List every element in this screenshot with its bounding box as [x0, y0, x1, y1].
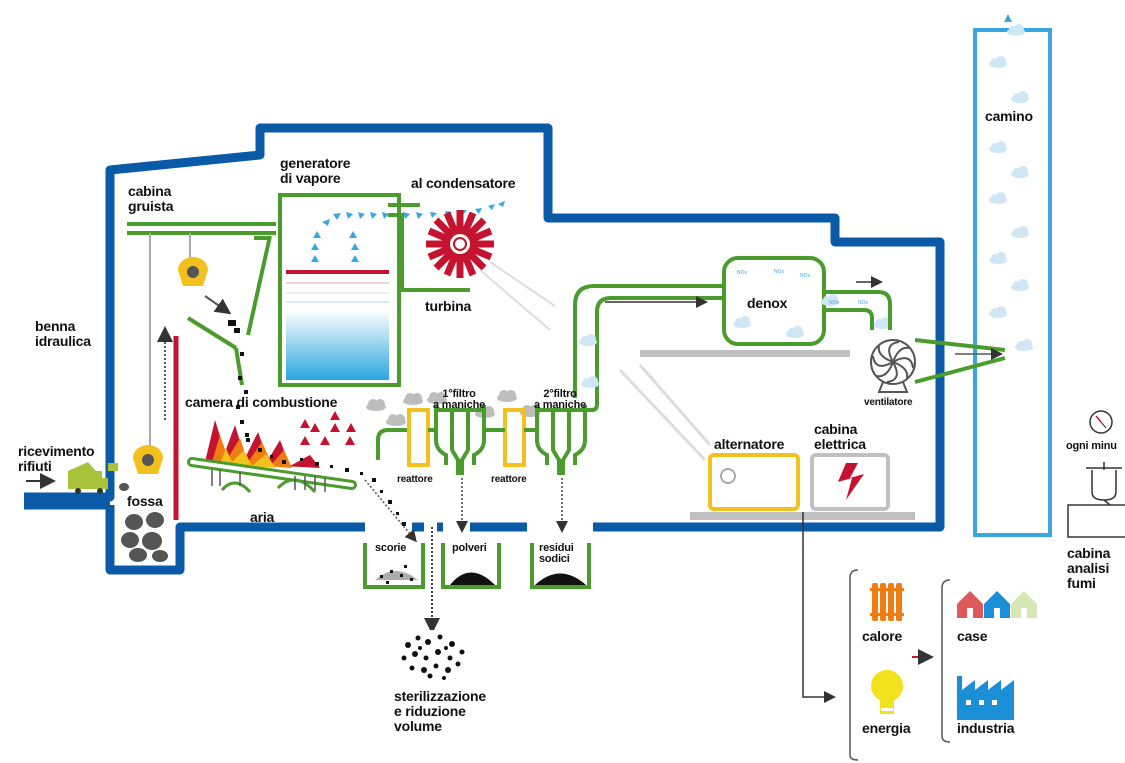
truck-icon	[68, 462, 118, 494]
label-ventilatore: ventilatore	[864, 397, 913, 408]
label-energia: energia	[862, 720, 911, 736]
label-benna: benna idraulica	[35, 318, 91, 349]
chimney-cloud-icon	[989, 24, 1033, 351]
nox-marker: NOx	[800, 273, 811, 279]
label-aria: aria	[250, 509, 275, 525]
label-calore: calore	[862, 628, 903, 644]
nox-marker: NOx	[829, 300, 840, 306]
label-filtro1: 1°filtro a maniche	[433, 388, 486, 411]
label-reattore-1: reattore	[397, 474, 433, 485]
container-residui	[530, 543, 591, 589]
label-sterilizzazione: sterilizzazione e riduzione volume	[394, 688, 486, 734]
building-outline	[24, 123, 945, 575]
label-polveri: polveri	[452, 542, 487, 554]
radiator-icon	[870, 583, 904, 621]
label-ricevimento: ricevimento rifiuti	[18, 443, 95, 474]
label-case: case	[957, 628, 988, 644]
nox-marker: NOx	[774, 269, 785, 275]
label-scorie: scorie	[375, 542, 407, 554]
label-turbina: turbina	[425, 298, 472, 314]
bag-filter-2	[535, 405, 587, 475]
container-scorie	[363, 543, 425, 589]
bag-filter-1	[434, 405, 486, 475]
house-icon	[957, 591, 1037, 618]
steam-generator	[278, 193, 401, 387]
label-alternatore: alternatore	[714, 436, 785, 452]
label-industria: industria	[957, 720, 1015, 736]
grab-claw-icon	[133, 445, 163, 474]
label-cabina-analisi: cabina analisi fumi	[1067, 545, 1111, 591]
label-filtro2: 2°filtro a maniche	[534, 388, 587, 411]
label-cabina-gruista: cabina gruista	[128, 183, 174, 214]
clock-icon	[1089, 410, 1113, 434]
label-denox: denox	[747, 295, 788, 311]
nox-marker: NOx	[737, 270, 748, 276]
label-camera: camera di combustione	[185, 394, 338, 410]
lightbulb-icon	[871, 670, 903, 714]
label-ogni-minuto: ogni minu	[1066, 440, 1117, 452]
reactor-1	[407, 408, 430, 467]
label-cabina-elettrica: cabina elettrica	[814, 421, 866, 452]
label-residui: residui sodici	[539, 542, 574, 565]
fan-icon	[870, 339, 916, 393]
nox-marker: NOx	[858, 300, 869, 306]
container-polveri	[441, 543, 501, 589]
lightning-icon	[838, 463, 864, 500]
electrical-cabin	[810, 453, 890, 511]
label-reattore-2: reattore	[491, 474, 527, 485]
sampler-icon	[1067, 462, 1125, 538]
factory-icon	[957, 676, 1014, 720]
label-generatore: generatore di vapore	[280, 155, 351, 186]
label-camino: camino	[985, 108, 1033, 124]
sterilized-residue	[398, 630, 466, 680]
grab-claw-icon	[178, 257, 208, 286]
reactor-2	[503, 408, 526, 467]
waste-bag-icon	[119, 483, 168, 562]
alternator	[708, 453, 800, 511]
chimney	[973, 28, 1052, 537]
label-condensatore: al condensatore	[411, 175, 516, 191]
turbine-icon	[426, 210, 494, 278]
label-fossa: fossa	[127, 493, 163, 509]
